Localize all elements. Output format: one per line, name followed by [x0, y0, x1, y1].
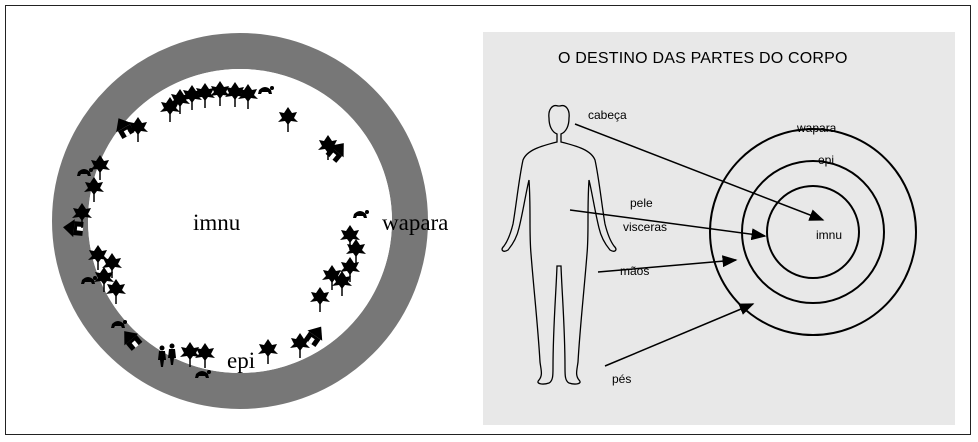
inner-ring-label: epi	[227, 348, 255, 374]
body-parts-diagram	[483, 32, 955, 425]
center-label: imnu	[193, 210, 240, 236]
arrow-viscera-to-epi	[570, 210, 765, 236]
circle-wapara	[710, 129, 916, 335]
label-feet: pés	[612, 372, 631, 386]
label-head: cabeça	[588, 108, 627, 122]
panel-title: O DESTINO DAS PARTES DO CORPO	[558, 50, 848, 68]
human-body-outline	[502, 106, 616, 384]
circle-imnu	[767, 186, 859, 278]
label-hands: mãos	[620, 264, 649, 278]
arrow-head-to-imnu	[575, 124, 823, 220]
label-viscera: visceras	[623, 220, 667, 234]
label-skin: pele	[630, 196, 653, 210]
outer-ring-label: wapara	[382, 210, 448, 236]
circle-label-wapara: wapara	[797, 121, 836, 135]
circle-label-imnu: imnu	[816, 228, 842, 242]
circle-epi	[742, 161, 884, 303]
arrow-feet-to-wapara	[605, 304, 753, 366]
circle-label-epi: epi	[818, 153, 834, 167]
